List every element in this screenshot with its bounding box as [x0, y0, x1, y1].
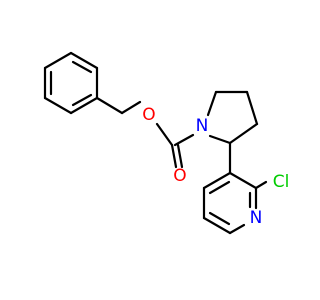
bond: [155, 122, 174, 147]
carbonyl-oxygen-label: O: [173, 166, 186, 186]
bond: [228, 122, 259, 145]
carbonyl-bond: [170, 143, 178, 169]
bond: [228, 171, 258, 190]
bond: [95, 96, 124, 115]
pyridine-nitrogen-label: N: [250, 208, 263, 228]
double-bond-inner: [208, 211, 231, 226]
double-bond-inner: [71, 93, 93, 107]
chlorine-label: Cl: [273, 172, 290, 192]
structure-diagram: O O N N Cl: [43, 51, 290, 235]
bond: [254, 180, 268, 190]
bond: [173, 133, 195, 147]
bond: [43, 51, 73, 70]
benzene-ring: [43, 51, 99, 115]
pyrrolidine-nitrogen-label: N: [196, 116, 209, 136]
bond: [69, 96, 99, 115]
bond: [206, 90, 218, 117]
bond: [228, 223, 246, 235]
pyrrolidine-ring: [206, 90, 259, 145]
pyridine-ring: [202, 171, 258, 235]
bond: [208, 134, 232, 145]
double-bond-inner: [71, 60, 93, 74]
bond: [245, 90, 259, 126]
bond: [120, 100, 142, 115]
bond: [43, 96, 73, 115]
bond: [69, 51, 99, 70]
bond: [202, 216, 232, 235]
ester-linkage: [95, 96, 195, 169]
bond: [202, 171, 232, 190]
carbonyl-bond: [176, 143, 184, 169]
ester-oxygen-label: O: [142, 105, 155, 125]
double-bond-inner: [208, 180, 231, 195]
molecule-drawing: O O N N Cl: [43, 51, 290, 235]
